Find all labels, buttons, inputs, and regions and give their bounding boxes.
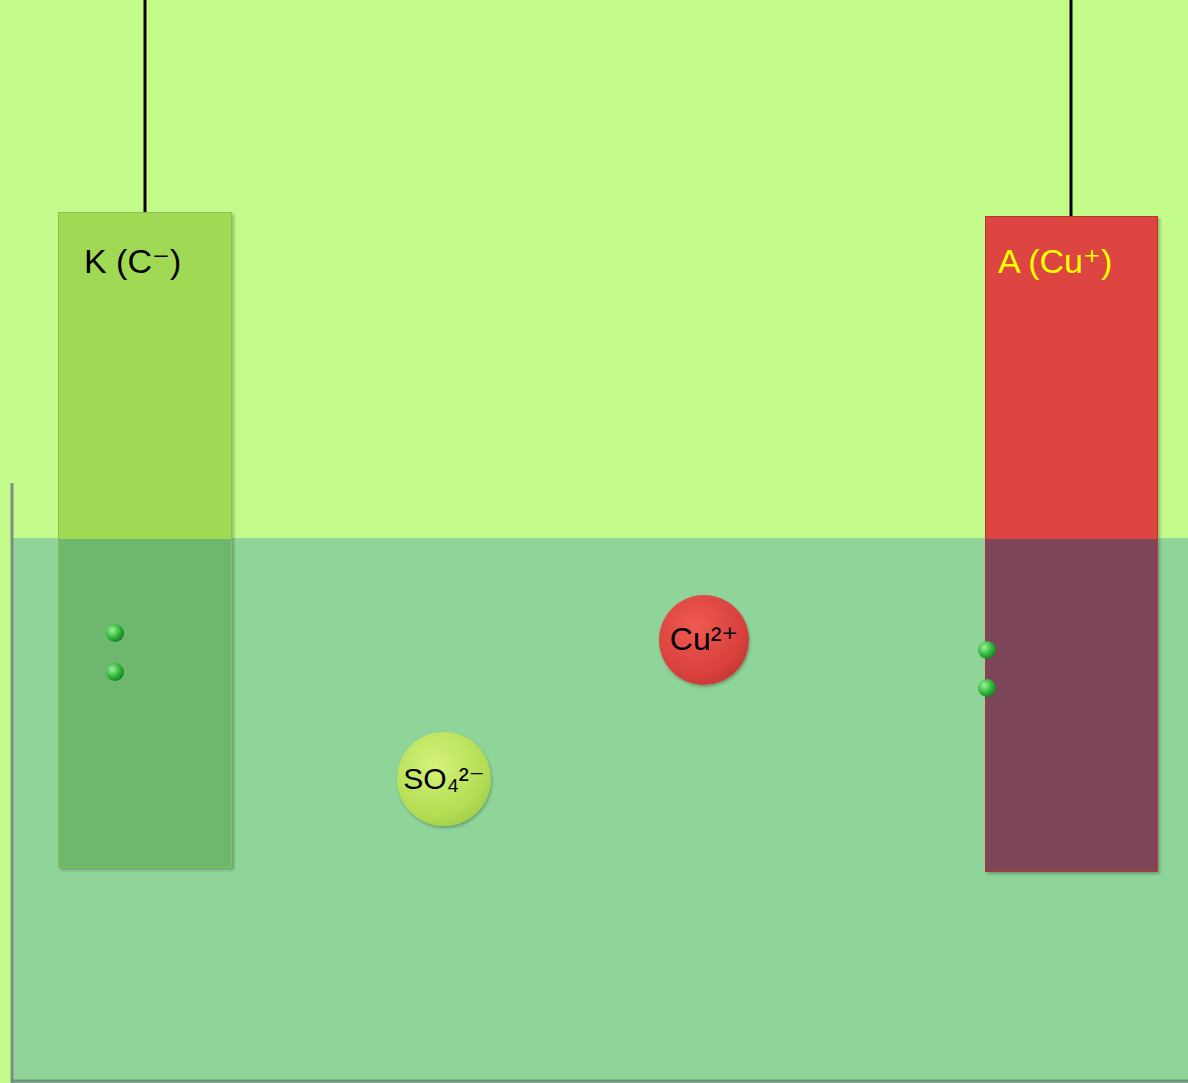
electrode-label: K (C⁻) (84, 243, 225, 280)
ion-label: Cu²⁺ (670, 622, 738, 657)
vessel-wall (11, 483, 14, 1083)
ion-label: SO₄²⁻ (403, 762, 484, 795)
cathode-electrode: K (C⁻) (58, 212, 232, 868)
vessel-bottom (12, 1080, 1188, 1083)
sulfate-ion: SO₄²⁻ (397, 732, 490, 825)
electrode-label: A (Cu⁺) (998, 243, 1153, 280)
anode-wire (1070, 0, 1073, 216)
cathode-wire (144, 0, 147, 212)
anode-electrode: A (Cu⁺) (985, 216, 1158, 872)
copper-ion: Cu²⁺ (659, 595, 749, 685)
